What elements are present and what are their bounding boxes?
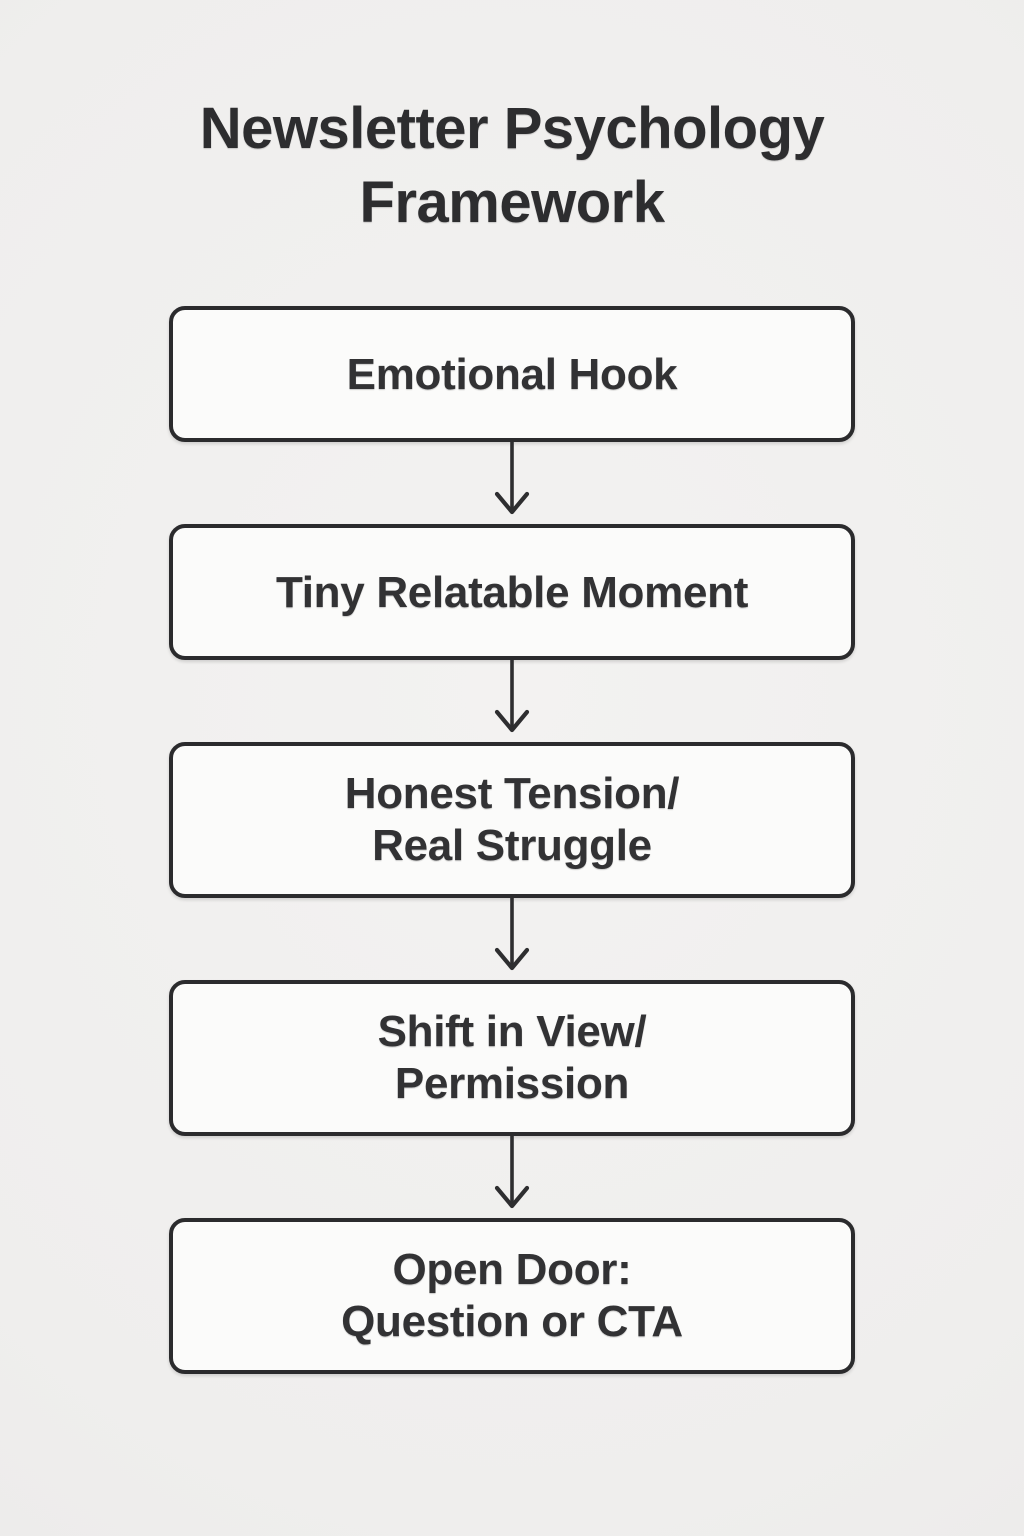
flow-node-label: Shift in View/ Permission [377, 1007, 647, 1109]
flow-node-label: Honest Tension/ Real Struggle [344, 769, 680, 871]
flowchart: Emotional Hook Tiny Relatable Moment Hon… [169, 306, 855, 1374]
page-title: Newsletter Psychology Framework [199, 96, 825, 236]
flow-node-label: Emotional Hook [346, 349, 678, 399]
arrow-down-icon [490, 442, 534, 524]
flow-node-tiny-relatable-moment: Tiny Relatable Moment [169, 524, 855, 661]
flow-node-emotional-hook: Emotional Hook [169, 306, 855, 443]
flow-node-label: Open Door: Question or CTA [341, 1245, 683, 1346]
flow-node-open-door: Open Door: Question or CTA [169, 1218, 855, 1374]
arrow-down-icon [490, 1136, 534, 1218]
flow-node-label: Tiny Relatable Moment [275, 567, 749, 617]
arrow-down-icon [490, 898, 534, 980]
arrow-down-icon [490, 660, 534, 742]
flow-node-shift-in-view: Shift in View/ Permission [169, 980, 855, 1137]
flow-node-honest-tension: Honest Tension/ Real Struggle [169, 742, 855, 899]
